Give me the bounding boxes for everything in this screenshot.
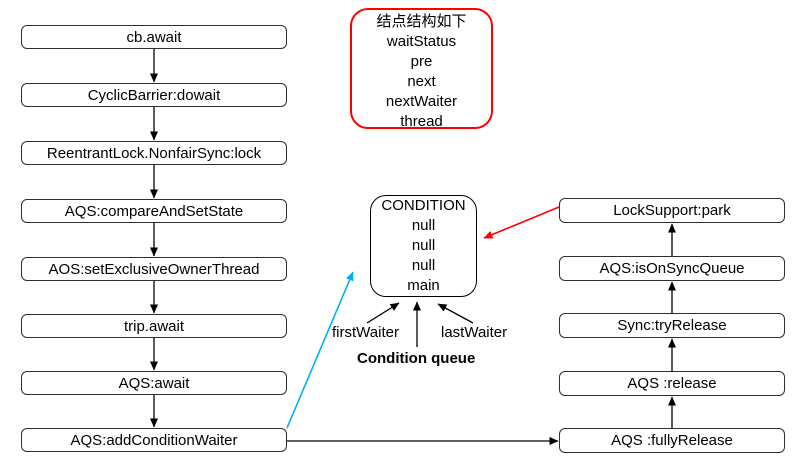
red-arrow-to-condition [483,206,560,239]
note-field: nextWaiter [385,93,458,110]
condition-field: null [411,237,436,254]
note-field: waitStatus [386,33,457,50]
flow-box-label: AOS:setExclusiveOwnerThread [48,260,260,278]
condition-field: main [407,277,440,294]
flow-box-label: Sync:tryRelease [617,317,727,334]
note-title: 结点结构如下 [376,13,467,30]
note-field: thread [400,113,443,130]
flow-box-label: AQS :release [627,375,717,392]
condition-field: null [411,217,436,234]
flow-box-label: AQS :fullyRelease [611,432,733,449]
flow-box-aqs-await: AQS:await [21,371,287,395]
flow-box-locksupport-park: LockSupport:park [559,198,785,223]
flow-box-label: ReentrantLock.NonfairSync:lock [46,144,262,162]
flow-box-addconditionwaiter: AQS:addConditionWaiter [21,428,287,452]
condition-queue-label: Condition queue [357,350,476,367]
flow-box-trip-await: trip.await [21,314,287,338]
flow-box-label: AQS:isOnSyncQueue [599,260,745,277]
flow-box-tryrelease: Sync:tryRelease [559,313,785,338]
flow-box-fullyrelease: AQS :fullyRelease [559,428,785,453]
first-waiter-label: firstWaiter [332,324,399,341]
cyan-arrow-to-condition [286,271,354,429]
flow-box-label: LockSupport:park [613,202,731,219]
node-structure-note: 结点结构如下 waitStatus pre next nextWaiter th… [350,8,493,130]
condition-node-box: CONDITION null null null main [370,195,477,297]
flow-box-setexclusiveownerthread: AOS:setExclusiveOwnerThread [21,257,287,281]
flow-box-release: AQS :release [559,371,785,396]
flow-box-label: AQS:addConditionWaiter [70,431,238,449]
flow-box-label: CyclicBarrier:dowait [87,86,221,104]
note-field: pre [410,53,433,70]
flow-box-reentrantlock-lock: ReentrantLock.NonfairSync:lock [21,141,287,165]
flow-box-label: AQS:await [118,374,190,392]
condition-title: CONDITION [381,197,466,214]
flow-box-label: trip.await [123,317,185,335]
note-field: next [407,73,436,90]
flow-box-isonsyncqueue: AQS:isOnSyncQueue [559,256,785,281]
flow-box-label: cb.await [126,28,182,46]
flow-box-label: AQS:compareAndSetState [64,202,244,220]
flow-box-cyclicbarrier-dowait: CyclicBarrier:dowait [21,83,287,107]
last-waiter-label: lastWaiter [441,324,508,341]
flow-box-cb-await: cb.await [21,25,287,49]
flow-box-compareandsetstate: AQS:compareAndSetState [21,199,287,223]
condition-field: null [411,257,436,274]
